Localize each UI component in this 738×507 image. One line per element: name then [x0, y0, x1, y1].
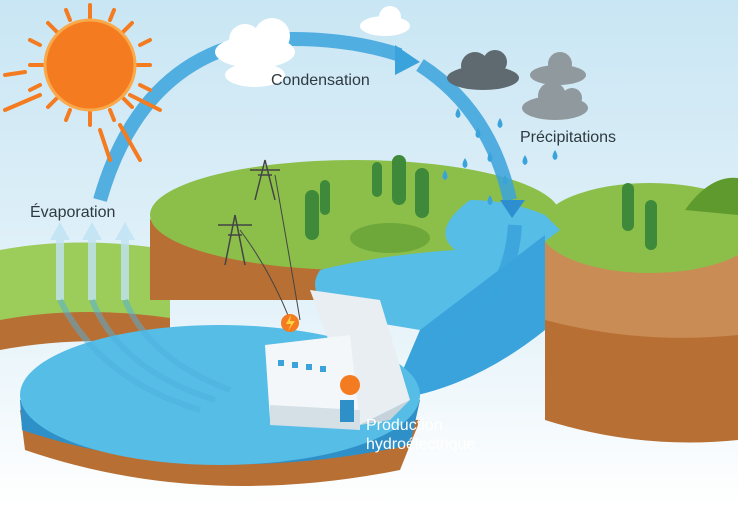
- tree-icon: [372, 162, 382, 197]
- river: [315, 200, 560, 330]
- sun-icon: [3, 3, 162, 162]
- tree-icon: [622, 183, 634, 231]
- evaporation-arrows: [50, 222, 135, 300]
- tree-icon: [415, 168, 429, 218]
- evaporation-streams: [57, 298, 232, 413]
- cloud-icon: [215, 6, 410, 87]
- tree-icon: [392, 155, 406, 205]
- label-hydro-line1: Production: [366, 417, 443, 434]
- lake: [20, 325, 420, 486]
- rain-cloud-icon: [522, 52, 588, 120]
- label-condensation: Condensation: [271, 72, 370, 89]
- tree-icon: [305, 190, 319, 240]
- turbine-icon: [340, 375, 360, 395]
- rain-cloud-icon: [447, 50, 519, 90]
- tree-icon: [320, 180, 330, 215]
- transmission-tower-icon: [218, 159, 301, 321]
- label-hydro-production: Production hydroélectrique: [366, 416, 475, 454]
- trees: [305, 155, 657, 250]
- right-plateau: [540, 177, 738, 443]
- tree-icon: [645, 200, 657, 250]
- raindrop-icon: [442, 108, 558, 205]
- label-evaporation: Évaporation: [30, 204, 116, 221]
- label-precipitation: Précipitations: [520, 129, 617, 146]
- label-hydro-line2: hydroélectrique: [366, 436, 476, 453]
- hydro-dam: [265, 290, 410, 430]
